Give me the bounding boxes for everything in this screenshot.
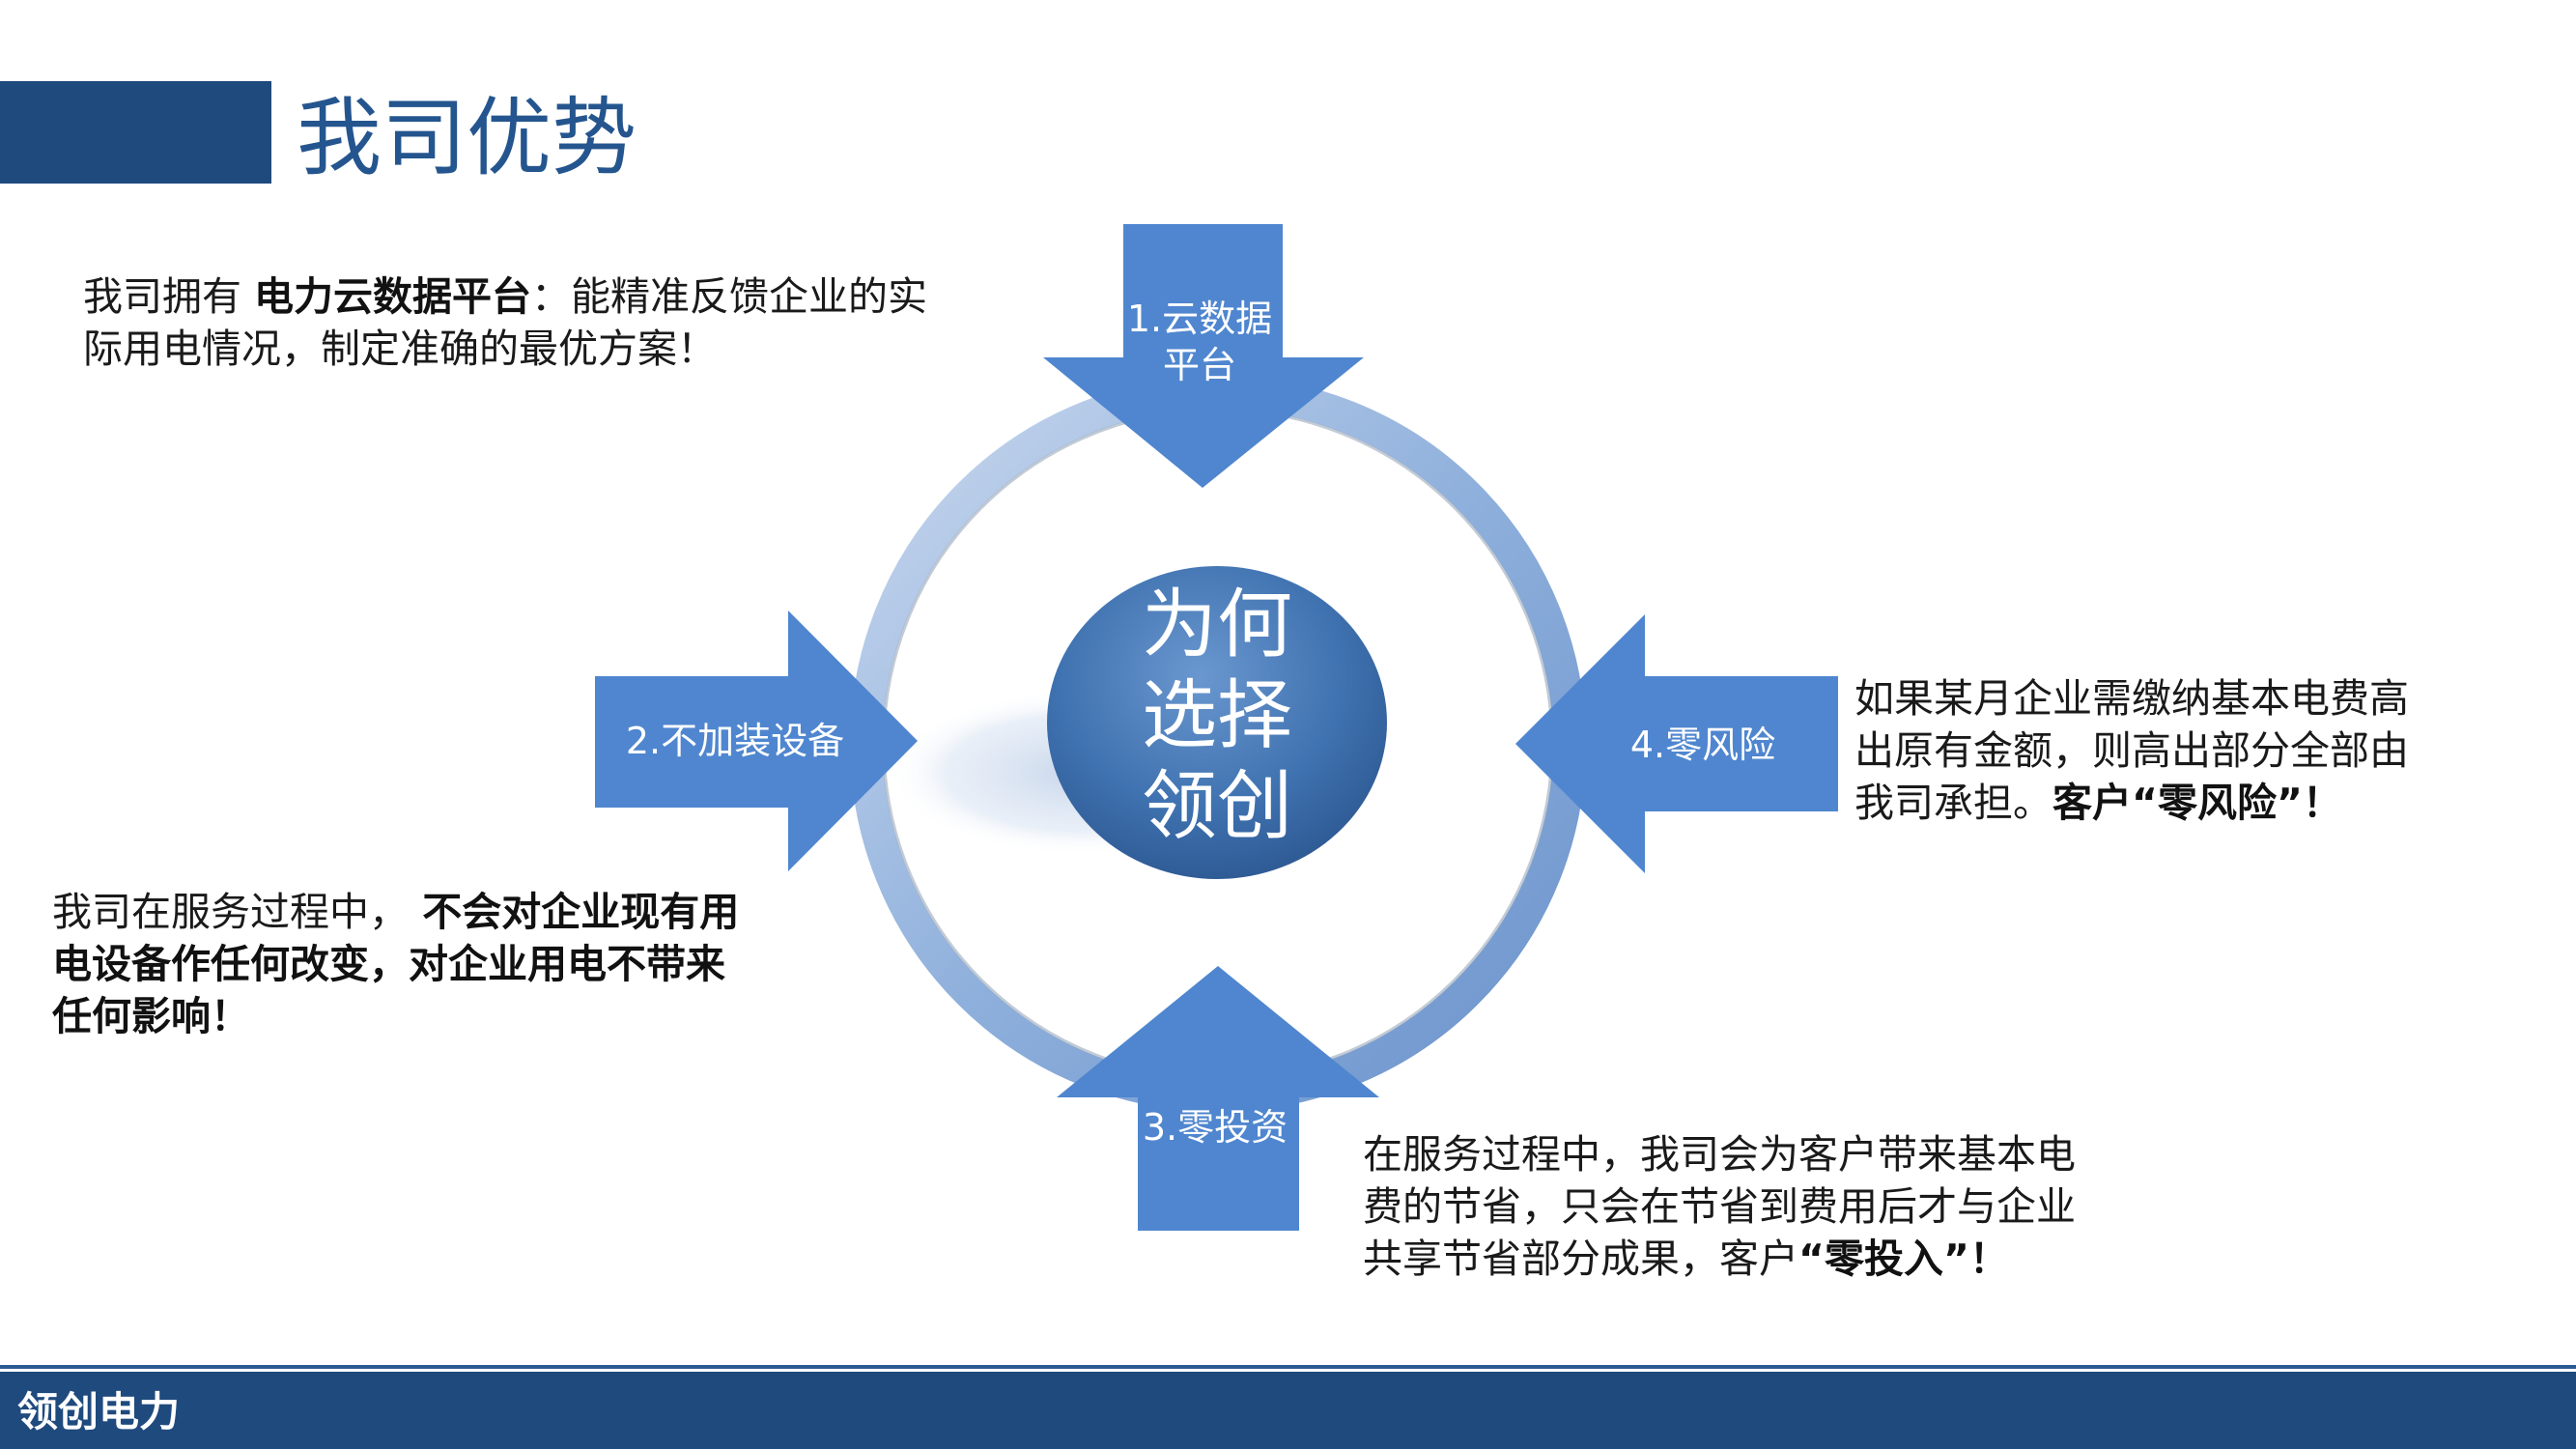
arrow-left: [595, 611, 918, 871]
title-accent-bar: [0, 81, 271, 184]
description-zero-risk: 如果某月企业需缴纳基本电费高 出原有金额，则高出部分全部由 我司承担。客户“零风…: [1854, 675, 2409, 826]
arrow-bottom-label: 3.零投资: [1142, 1106, 1288, 1149]
description-no-equipment: 我司在服务过程中， 不会对企业现有用 电设备作任何改变，对企业用电不带来 任何影…: [52, 889, 740, 1039]
center-sphere: [1047, 566, 1387, 879]
arrow-bottom: [1057, 966, 1379, 1231]
footer-divider: [0, 1365, 2576, 1369]
page-title: 我司优势: [297, 88, 637, 187]
footer-company-name: 领创电力: [17, 1388, 181, 1435]
arrow-top: [1043, 224, 1364, 488]
arrow-top-label: 1.云数据 平台: [1126, 298, 1273, 386]
arrow-right: [1515, 614, 1838, 873]
center-label: 为何 选择 领创: [1141, 582, 1292, 850]
description-zero-investment: 在服务过程中，我司会为客户带来基本电 费的节省，只会在节省到费用后才与企业 共享…: [1363, 1131, 2076, 1282]
footer-bar: [0, 1372, 2576, 1449]
description-cloud-platform: 我司拥有 电力云数据平台：能精准反馈企业的实 际用电情况，制定准确的最优方案！: [83, 273, 928, 372]
arrow-left-label: 2.不加装设备: [625, 720, 845, 762]
arrow-right-label: 4.零风险: [1629, 724, 1776, 766]
